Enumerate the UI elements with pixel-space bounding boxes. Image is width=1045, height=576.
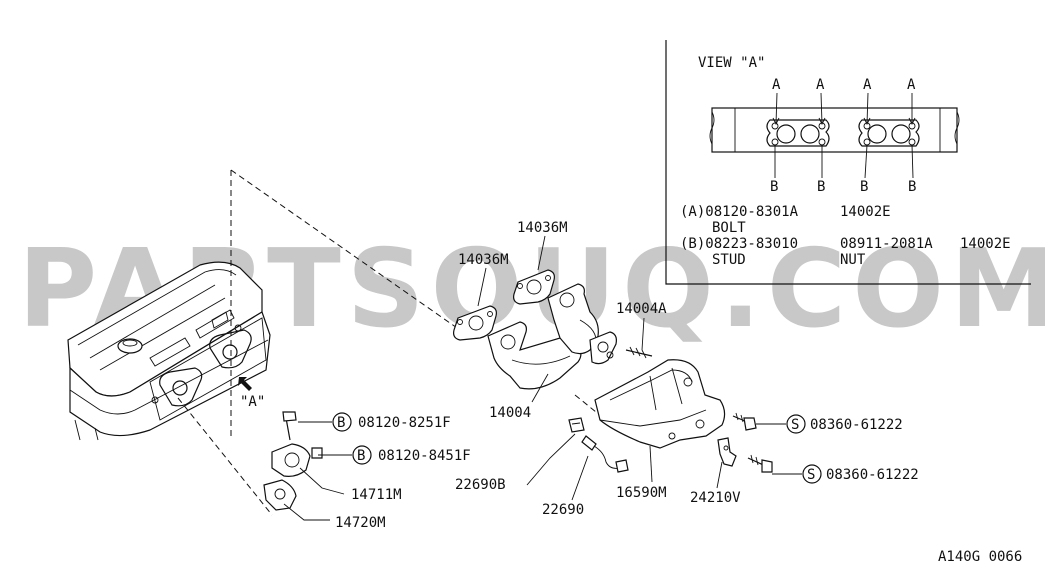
legend-b-desc-stud: STUD [712,252,746,268]
legend-b-desc-nut: NUT [840,252,866,268]
label-heat-shield: 16590M [616,485,667,501]
view-a-label: "A" [240,394,265,410]
badge-b-1: B [337,415,345,431]
label-gasket-left: 14036M [458,252,509,268]
marker-a-3: A [863,77,872,93]
legend-b-nut: 08911-2081A [840,236,933,252]
label-egr-gasket: 14720M [335,515,386,531]
marker-a-4: A [907,77,916,93]
bracket-part [717,437,737,467]
heat-shield [594,359,726,449]
label-screw-2: 08360-61222 [826,467,919,483]
label-bracket: 24210V [690,490,741,506]
marker-b-3: B [860,179,868,195]
leader-lines [283,235,802,521]
marker-a-1: A [772,77,781,93]
label-sensor: 22690 [542,502,584,518]
label-gasket-top: 14036M [517,220,568,236]
legend-a-code: (A)08120-8301A [680,204,799,220]
label-bolt-f2: 08120-8451F [378,448,471,464]
badge-b-circle [332,412,352,432]
sensors [568,417,629,473]
badge-s-2: S [807,467,815,483]
inset-title: VIEW "A" [698,55,765,71]
badge-b-circle [352,445,372,465]
legend-b-ref: 14002E [960,236,1011,252]
view-a-inset: VIEW "A" A A A A [665,40,1031,285]
label-bolt-f1: 08120-8251F [358,415,451,431]
diagram-code: A140G 0066 [938,549,1022,565]
callout-labels: 14036M 14036M 14004A 14004 08120-8251F 0… [335,220,919,531]
egr-parts [263,411,323,511]
screws [732,412,773,473]
badge-s-circle [802,464,822,484]
marker-b-2: B [817,179,825,195]
label-screw-1: 08360-61222 [810,417,903,433]
projection-lines [177,169,597,516]
legend-a-desc: BOLT [712,220,746,236]
marker-a-2: A [816,77,825,93]
callout-badges: B B S S [332,412,822,484]
label-manifold-stud: 14004A [616,301,667,317]
marker-b-1: B [770,179,778,195]
badge-s-circle [786,414,806,434]
badge-b-2: B [357,448,365,464]
label-sensor-b: 22690B [455,477,506,493]
label-egr-part: 14711M [351,487,402,503]
badge-s-1: S [791,417,799,433]
gasket-parts [453,269,555,341]
cylinder-head-drawing [67,261,271,441]
view-a-arrow: "A" [238,377,265,410]
exhaust-manifold [487,283,653,390]
legend-b-code: (B)08223-83010 [680,236,798,252]
marker-b-4: B [908,179,916,195]
label-manifold: 14004 [489,405,531,421]
legend-a-ref: 14002E [840,204,891,220]
